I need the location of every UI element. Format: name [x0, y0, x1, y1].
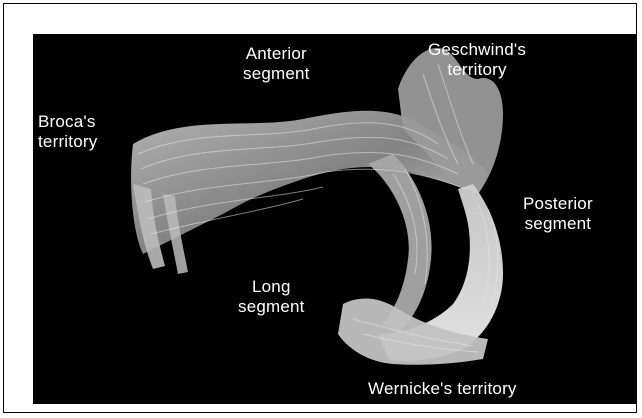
geschwind-territory-label: Geschwind's territory: [428, 40, 526, 80]
anterior-segment-label: Anterior segment: [243, 44, 310, 84]
tractography-image: Broca's territory Anterior segment Gesch…: [33, 34, 637, 404]
broca-territory-label: Broca's territory: [38, 112, 97, 152]
figure-frame: Broca's territory Anterior segment Gesch…: [3, 3, 637, 413]
posterior-segment-label: Posterior segment: [523, 194, 593, 234]
wernicke-territory-label: Wernicke's territory: [368, 379, 517, 399]
long-segment-label: Long segment: [238, 277, 305, 317]
